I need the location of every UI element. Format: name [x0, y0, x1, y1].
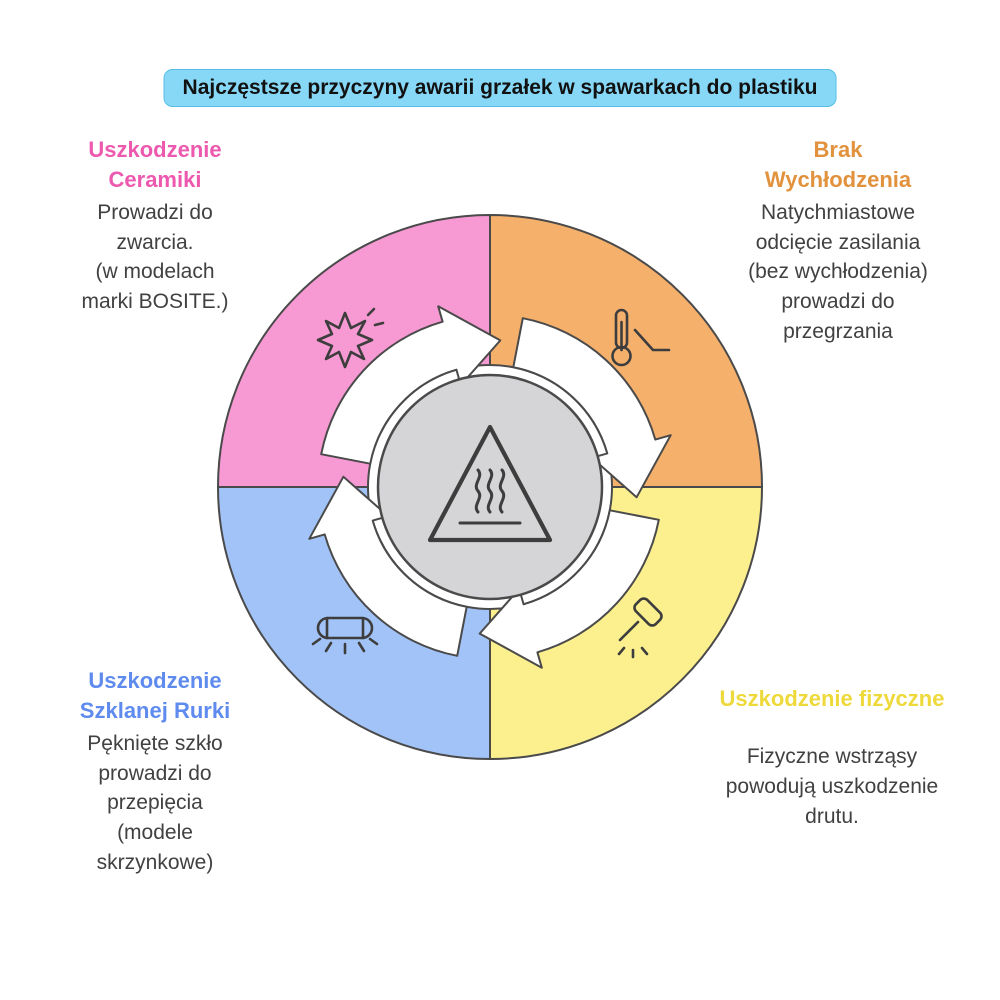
page-title: Najczęstsze przyczyny awarii grzałek w s…	[163, 69, 837, 107]
hammer-impact-icon	[617, 597, 663, 659]
hot-surface-warning-icon	[427, 424, 553, 543]
thermometer-drop-icon	[611, 308, 671, 367]
label-glass-tube: Uszkodzenie Szklanej Rurki Pęknięte szkł…	[20, 666, 290, 878]
explosion-icon	[316, 307, 385, 369]
label-no-cooldown-body: Natychmiastowe odcięcie zasilania (bez w…	[748, 200, 928, 344]
label-physical-damage: Uszkodzenie fizyczne Fizyczne wstrząsy p…	[697, 684, 967, 831]
label-no-cooldown-heading: Brak Wychłodzenia	[764, 137, 912, 192]
label-no-cooldown: Brak Wychłodzenia Natychmiastowe odcięci…	[703, 135, 973, 347]
label-ceramic-heading: Uszkodzenie Ceramiki	[88, 137, 222, 192]
label-ceramic-body: Prowadzi do zwarcia. (w modelach marki B…	[81, 200, 229, 314]
label-physical-damage-heading: Uszkodzenie fizyczne	[719, 686, 945, 711]
label-physical-damage-body: Fizyczne wstrząsy powodują uszkodzenie d…	[725, 744, 939, 828]
center-circle	[376, 373, 604, 601]
label-glass-tube-body: Pęknięte szkło prowadzi do przepięcia (m…	[87, 731, 223, 875]
glass-tube-icon	[311, 616, 379, 655]
label-glass-tube-heading: Uszkodzenie Szklanej Rurki	[79, 668, 231, 723]
label-ceramic: Uszkodzenie Ceramiki Prowadzi do zwarcia…	[20, 135, 290, 317]
